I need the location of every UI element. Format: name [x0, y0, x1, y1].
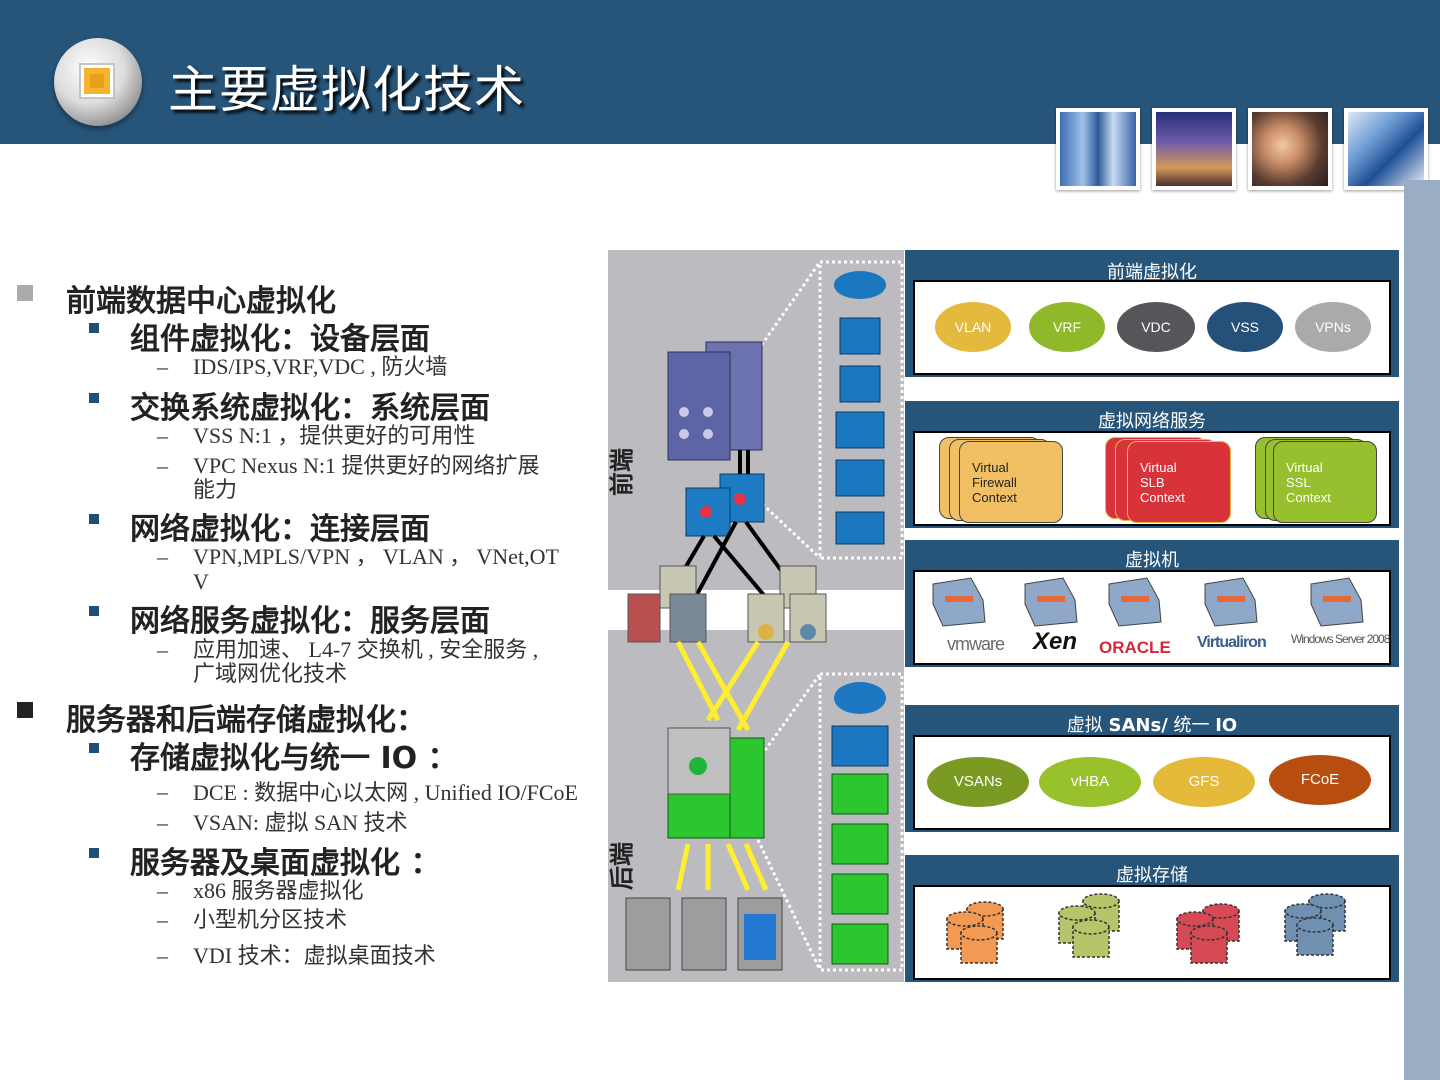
dash-icon: –: [157, 907, 168, 933]
bullet-l3-partition: 小型机分区技术: [193, 908, 347, 932]
oval-vsans: VSANs: [927, 757, 1029, 807]
core-switch-chassis-icon: [668, 342, 762, 460]
card-text: SSL: [1286, 475, 1311, 490]
bullet-l3-vdi: VDI 技术：虚拟桌面技术: [193, 944, 436, 968]
oval-vss: VSS: [1207, 302, 1283, 352]
bullet-l2-switch: 交换系统虚拟化：系统层面: [130, 383, 490, 427]
oval-vhba: vHBA: [1039, 757, 1141, 807]
bullet-l3-svc-line1: 应用加速、 L4-7 交换机 , 安全服务 ,: [193, 638, 538, 662]
card-text: Context: [1286, 490, 1331, 505]
page-title: 主要虚拟化技术: [168, 50, 525, 122]
panel-virtual-san: 虚拟 SANs/ 统一 IO VSANs vHBA GFS FCoE: [905, 705, 1399, 832]
dash-icon: –: [157, 943, 168, 969]
bullet-l3-x86: x86 服务器虚拟化: [193, 879, 364, 903]
oval-vdc: VDC: [1117, 302, 1195, 352]
bullet-l3-ids: IDS/IPS,VRF,VDC , 防火墙: [193, 355, 447, 379]
storage-rack-icon: [626, 898, 782, 970]
oval-fcoe: FCoE: [1269, 755, 1371, 805]
windows-server-logo: Windows Server 2008: [1291, 632, 1389, 646]
bullet-l3-svc-line2: 广域网优化技术: [193, 662, 347, 686]
card-text: Context: [1140, 490, 1185, 505]
right-sidebar-strip: [1404, 180, 1440, 1080]
card-text: Firewall: [972, 475, 1017, 490]
server-blade-icons: [915, 574, 1389, 632]
thumbnail-phone-call-icon: [1248, 108, 1332, 190]
bullet-marker-icon: [89, 393, 99, 403]
panel-inner: [913, 885, 1391, 980]
card-text: Virtual: [972, 460, 1009, 475]
card-text: Context: [972, 490, 1017, 505]
xen-logo: Xen: [1033, 628, 1077, 656]
panel-inner: VSANs vHBA GFS FCoE: [913, 735, 1391, 830]
dash-icon: –: [157, 453, 168, 479]
logo-ball-icon: [54, 38, 142, 126]
dash-icon: –: [157, 544, 168, 570]
thumbnail-skyscraper-icon: [1344, 108, 1428, 190]
bullet-marker-gray-icon: [17, 285, 33, 301]
dash-icon: –: [157, 810, 168, 836]
panel-frontend-virtualization: 前端虚拟化 VLAN VRF VDC VSS VPNs: [905, 250, 1399, 377]
bullet-marker-icon: [89, 743, 99, 753]
bullet-marker-icon: [89, 514, 99, 524]
panel-title: 虚拟网络服务: [905, 407, 1399, 433]
panel-virtual-storage: 虚拟存储: [905, 855, 1399, 982]
bullet-l3-vpc-line2: 能力: [193, 478, 237, 502]
card-text: Virtual: [1140, 460, 1177, 475]
oval-gfs: GFS: [1153, 757, 1255, 807]
back-label: 后端: [608, 842, 636, 890]
bullet-marker-icon: [89, 848, 99, 858]
panel-inner: vmware Xen ORACLE Virtualiron Windows Se…: [913, 570, 1391, 665]
logo-square-icon: [81, 65, 113, 97]
san-title-mid: 统一: [1168, 715, 1215, 736]
dash-icon: –: [157, 354, 168, 380]
dash-icon: –: [157, 878, 168, 904]
card-text: Virtual: [1286, 460, 1323, 475]
front-label: 前端: [608, 448, 636, 496]
bullet-l2-service: 网络服务虚拟化：服务层面: [130, 596, 490, 640]
dash-icon: –: [157, 423, 168, 449]
bullet-l3-vpn-line2: V: [193, 570, 209, 594]
oracle-logo: ORACLE: [1099, 638, 1171, 658]
panel-inner: VLAN VRF VDC VSS VPNs: [913, 280, 1391, 375]
bullet-l3-dce: DCE : 数据中心以太网 , Unified IO/FCoE: [193, 781, 578, 805]
storage-cylinder-icons: [915, 887, 1389, 975]
network-topology-diagram: 前端 后端: [608, 250, 904, 982]
bullet-l3-vss: VSS N:1 ，提供更好的可用性: [193, 424, 475, 448]
panel-title: 虚拟 SANs/ 统一 IO: [905, 711, 1399, 737]
dash-icon: –: [157, 779, 168, 805]
san-title-bold2: IO: [1215, 715, 1237, 736]
bullet-l2-network: 网络虚拟化：连接层面: [130, 504, 430, 548]
vmware-logo: vmware: [947, 634, 1004, 655]
panel-title: 虚拟机: [905, 546, 1399, 572]
bullet-marker-icon: [89, 606, 99, 616]
bullet-l2-component: 组件虚拟化：设备层面: [130, 314, 430, 358]
bullet-l3-vsan: VSAN: 虚拟 SAN 技术: [193, 811, 408, 835]
bullet-l3-vpn-line1: VPN,MPLS/VPN ， VLAN ， VNet,OT: [193, 545, 559, 569]
bullet-marker-icon: [89, 323, 99, 333]
oval-vpns: VPNs: [1295, 302, 1371, 352]
dash-icon: –: [157, 637, 168, 663]
bullet-marker-dark-icon: [17, 702, 33, 718]
san-title-bold: SANs/: [1109, 715, 1168, 736]
bullet-l2-storage: 存储虚拟化与统一 IO ：: [130, 733, 458, 777]
back-core-switch-icon: [668, 728, 764, 838]
bullet-l3-vpc-line1: VPC Nexus N:1 提供更好的网络扩展: [193, 454, 540, 478]
oval-vrf: VRF: [1029, 302, 1105, 352]
bullet-l2-desktop: 服务器及桌面虚拟化 ：: [130, 838, 440, 882]
panel-title: 虚拟存储: [905, 861, 1399, 887]
thumbnail-city-night-icon: [1152, 108, 1236, 190]
thumbnail-building-icon: [1056, 108, 1140, 190]
san-title-prefix: 虚拟: [1067, 715, 1109, 736]
virtualiron-logo: Virtualiron: [1197, 634, 1266, 652]
oval-vlan: VLAN: [935, 302, 1011, 352]
card-text: SLB: [1140, 475, 1165, 490]
panel-virtual-machines: 虚拟机 vmware Xen ORACLE Virtualiron Window…: [905, 540, 1399, 667]
